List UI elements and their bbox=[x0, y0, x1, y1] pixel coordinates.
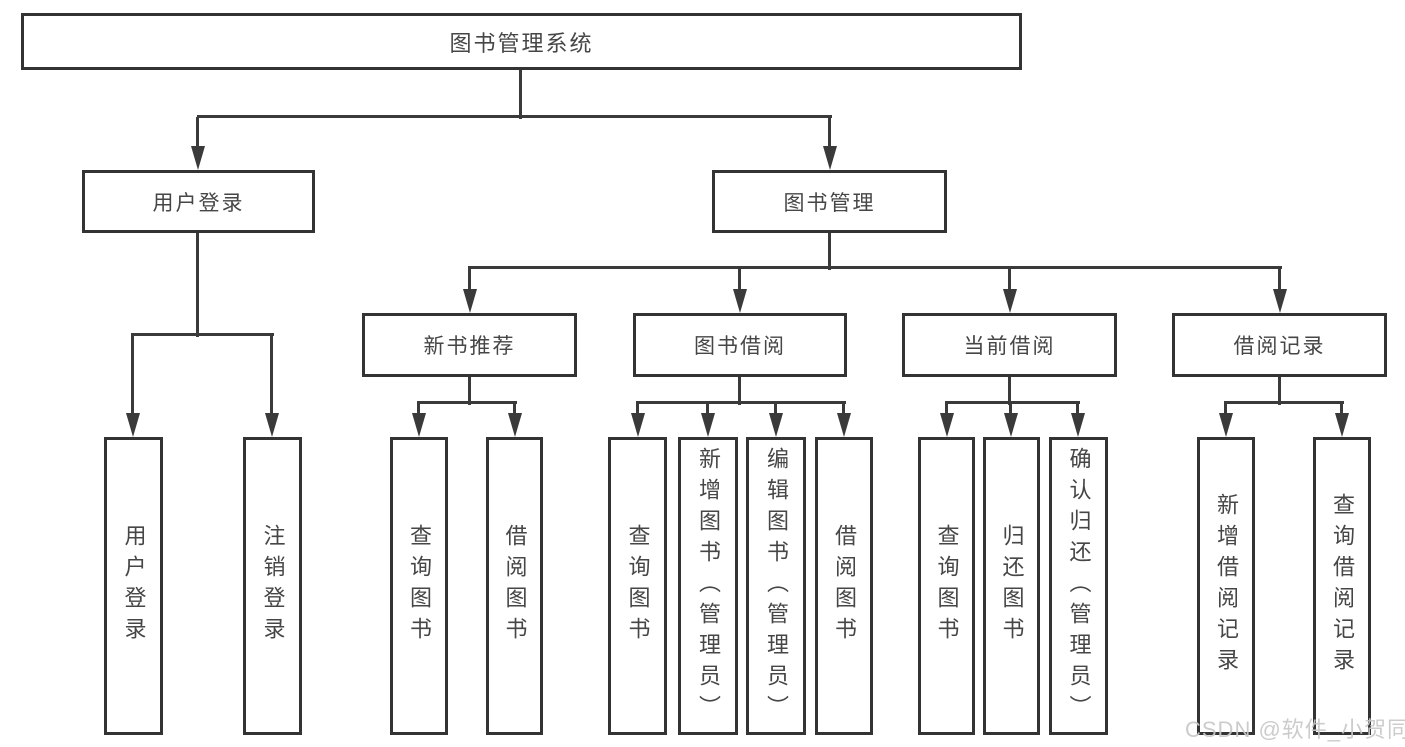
connector-line bbox=[468, 266, 1282, 269]
node-user-login: 用户登录 bbox=[104, 437, 163, 735]
arrow-down-icon bbox=[837, 413, 851, 437]
arrow-down-icon bbox=[769, 413, 783, 437]
node-add-books-admin: 新增图书（管理员） bbox=[678, 437, 738, 735]
connector-line bbox=[468, 377, 471, 405]
connector-line bbox=[513, 403, 516, 415]
node-current-borrow: 当前借阅 bbox=[902, 313, 1117, 377]
connector-line bbox=[1076, 403, 1079, 415]
node-borrow-books-borrow: 借阅图书 bbox=[815, 437, 873, 735]
arrow-down-icon bbox=[1071, 413, 1085, 437]
connector-line bbox=[945, 403, 948, 415]
connector-line bbox=[417, 401, 517, 404]
arrow-down-icon bbox=[823, 146, 837, 170]
arrow-down-icon bbox=[1219, 413, 1233, 437]
connector-line bbox=[1224, 403, 1227, 415]
node-query-books-current: 查询图书 bbox=[918, 437, 975, 735]
connector-line bbox=[1278, 377, 1281, 405]
arrow-down-icon bbox=[631, 413, 645, 437]
arrow-down-icon bbox=[412, 413, 426, 437]
connector-line bbox=[1009, 403, 1012, 415]
connector-line bbox=[945, 401, 1080, 404]
connector-line bbox=[1224, 401, 1344, 404]
node-root: 图书管理系统 bbox=[21, 13, 1022, 70]
arrow-down-icon bbox=[701, 413, 715, 437]
connector-line bbox=[828, 117, 831, 148]
node-query-books-recommend: 查询图书 bbox=[390, 437, 448, 735]
node-confirm-return-admin: 确认归还（管理员） bbox=[1049, 437, 1108, 735]
connector-line bbox=[131, 335, 134, 415]
arrow-down-icon bbox=[265, 413, 279, 437]
node-book-borrow: 图书借阅 bbox=[633, 313, 847, 377]
arrow-down-icon bbox=[1003, 289, 1017, 313]
arrow-down-icon bbox=[1273, 289, 1287, 313]
arrow-down-icon bbox=[191, 146, 205, 170]
node-borrow-records: 借阅记录 bbox=[1172, 313, 1387, 377]
connector-line bbox=[1008, 377, 1011, 405]
node-book-management: 图书管理 bbox=[712, 170, 947, 233]
watermark: CSDN @软件_小贺同学 bbox=[1185, 717, 1405, 742]
arrow-down-icon bbox=[508, 413, 522, 437]
connector-line bbox=[842, 403, 845, 415]
connector-line bbox=[738, 377, 741, 405]
arrow-down-icon bbox=[733, 289, 747, 313]
connector-line bbox=[131, 333, 274, 336]
connector-line bbox=[1278, 268, 1281, 291]
arrow-down-icon bbox=[940, 413, 954, 437]
node-query-books-borrow: 查询图书 bbox=[608, 437, 667, 735]
connector-line bbox=[197, 115, 832, 118]
connector-line bbox=[270, 335, 273, 415]
connector-line bbox=[1008, 268, 1011, 291]
node-return-books: 归还图书 bbox=[983, 437, 1040, 735]
arrow-down-icon bbox=[126, 413, 140, 437]
node-new-book-recommend: 新书推荐 bbox=[362, 313, 577, 377]
connector-line bbox=[636, 401, 846, 404]
arrow-down-icon bbox=[1335, 413, 1349, 437]
connector-line bbox=[519, 69, 522, 119]
node-user-login-module: 用户登录 bbox=[82, 170, 315, 233]
arrow-down-icon bbox=[1004, 413, 1018, 437]
node-add-borrow-record: 新增借阅记录 bbox=[1197, 437, 1255, 735]
connector-line bbox=[417, 403, 420, 415]
arrow-down-icon bbox=[463, 289, 477, 313]
connector-line bbox=[1340, 403, 1343, 415]
connector-line bbox=[738, 268, 741, 291]
node-logout-login: 注销登录 bbox=[243, 437, 302, 735]
connector-line bbox=[636, 403, 639, 415]
connector-line bbox=[196, 233, 199, 337]
node-edit-books-admin: 编辑图书（管理员） bbox=[746, 437, 806, 735]
node-query-borrow-record: 查询借阅记录 bbox=[1313, 437, 1371, 735]
connector-line bbox=[468, 268, 471, 291]
connector-line bbox=[828, 233, 831, 270]
connector-line bbox=[706, 403, 709, 415]
connector-line bbox=[196, 117, 199, 148]
connector-line bbox=[774, 403, 777, 415]
node-borrow-books-recommend: 借阅图书 bbox=[486, 437, 543, 735]
